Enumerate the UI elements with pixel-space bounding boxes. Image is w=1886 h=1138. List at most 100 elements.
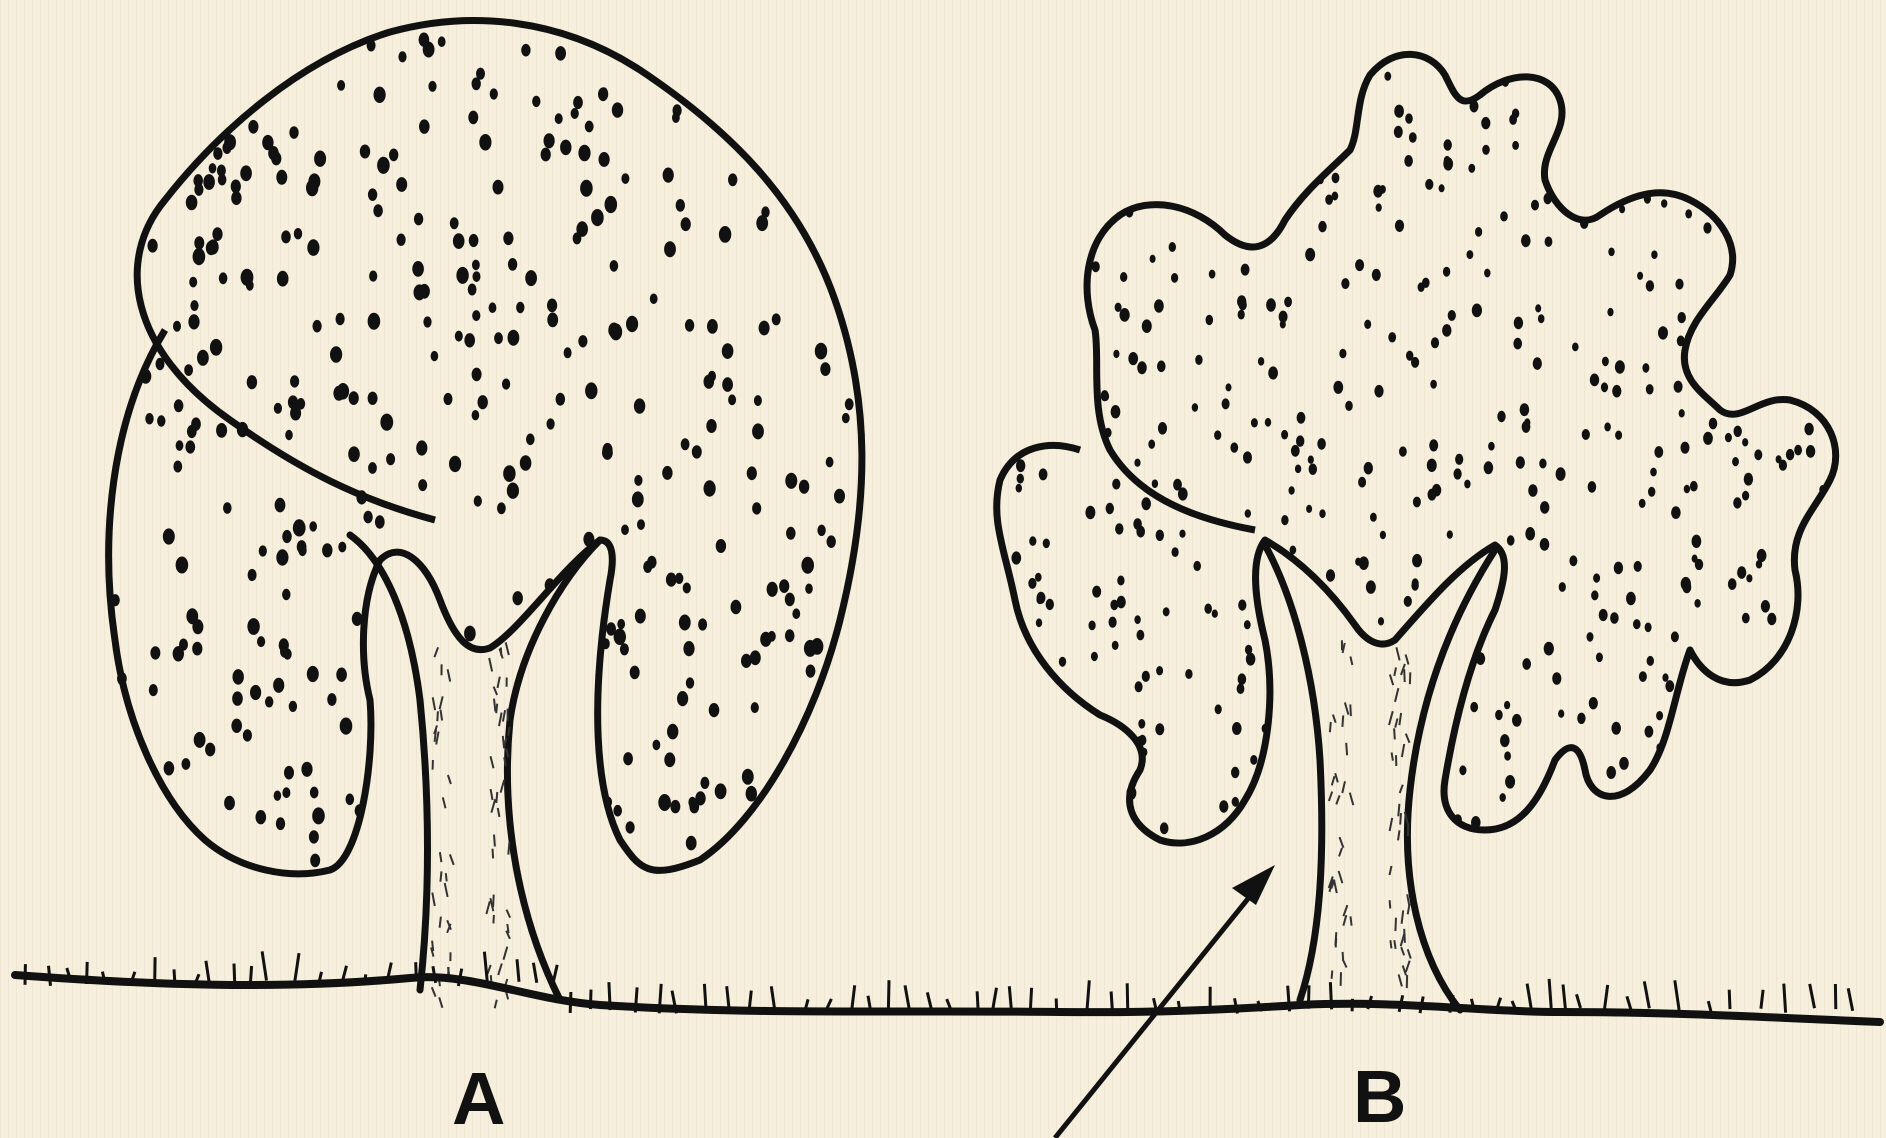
foliage-dot (1614, 562, 1623, 575)
foliage-dot (621, 525, 629, 536)
foliage-dot (1577, 713, 1585, 724)
foliage-dot (1152, 479, 1158, 488)
bark-hatch-stroke (503, 736, 504, 748)
foliage-dot (1430, 380, 1437, 389)
foliage-dot (1092, 586, 1101, 598)
foliage-dot (1085, 506, 1095, 520)
bark-hatch-stroke (1346, 743, 1347, 756)
grass-blade (250, 966, 251, 985)
foliage-dot (1728, 578, 1737, 590)
foliage-dot (1268, 366, 1278, 379)
foliage-dot (842, 413, 850, 423)
grass-blade (517, 959, 519, 982)
foliage-dot (632, 491, 644, 507)
foliage-dot (1388, 332, 1396, 342)
foliage-dot (386, 453, 395, 465)
foliage-dot (360, 145, 370, 159)
foliage-dot (1241, 264, 1250, 276)
foliage-dot (494, 332, 503, 344)
foliage-dot (1037, 592, 1046, 604)
foliage-dot (240, 165, 252, 181)
foliage-dot (453, 233, 465, 249)
foliage-dot (1439, 184, 1445, 192)
foliage-dot (1029, 536, 1036, 546)
bark-hatch-stroke (496, 792, 497, 803)
foliage-dot (1158, 422, 1167, 435)
foliage-dot (1476, 652, 1485, 665)
foliage-dot (1364, 320, 1371, 329)
foliage-dot (786, 527, 796, 540)
foliage-dot (1279, 311, 1288, 323)
foliage-dot (464, 626, 476, 642)
foliage-dot (606, 622, 616, 635)
foliage-dot (148, 239, 158, 253)
tree-b-label: B (1353, 1060, 1406, 1134)
grass-blade (635, 987, 637, 1012)
foliage-dot (193, 248, 206, 265)
foliage-dot (327, 693, 336, 706)
foliage-dot (1295, 465, 1301, 474)
foliage-dot (1742, 613, 1750, 624)
foliage-dot (1709, 418, 1718, 430)
foliage-dot (1250, 755, 1257, 765)
foliage-dot (1611, 722, 1621, 735)
foliage-dot (1682, 581, 1691, 593)
grass-blade (590, 990, 591, 1010)
foliage-dot (826, 457, 834, 468)
foliage-dot (630, 666, 640, 680)
foliage-dot (1192, 403, 1198, 412)
foliage-dot (1089, 621, 1096, 631)
foliage-dot (556, 393, 566, 406)
foliage-dot (373, 204, 383, 217)
foliage-dot (206, 241, 217, 255)
foliage-dot (1533, 357, 1542, 370)
foliage-dot (1157, 361, 1166, 373)
foliage-dot (248, 120, 258, 134)
foliage-dot (1404, 155, 1413, 167)
foliage-dot (1522, 658, 1531, 670)
foliage-dot (1120, 308, 1130, 322)
foliage-dot (1318, 176, 1324, 184)
foliage-dot (233, 669, 244, 685)
foliage-dot (706, 419, 716, 433)
foliage-dot (330, 346, 342, 363)
foliage-dot (1539, 459, 1546, 469)
foliage-dot (1500, 793, 1506, 802)
bark-hatch-stroke (1330, 722, 1331, 732)
foliage-dot (1148, 440, 1155, 449)
foliage-dot (479, 134, 491, 151)
foliage-dot (820, 362, 830, 376)
foliage-dot (1559, 582, 1566, 592)
foliage-dot (759, 321, 770, 336)
foliage-dot (1179, 530, 1185, 538)
bark-hatch-stroke (1335, 932, 1336, 945)
foliage-dot (203, 174, 215, 190)
foliage-dot (468, 284, 477, 296)
foliage-dot (1226, 383, 1232, 391)
foliage-dot (223, 502, 232, 514)
foliage-dot (1142, 671, 1150, 682)
foliage-dot (792, 608, 800, 619)
foliage-dot (1645, 623, 1652, 633)
foliage-dot (1138, 719, 1145, 729)
foliage-dot (806, 665, 816, 678)
foliage-dot (472, 368, 482, 382)
foliage-dot (1296, 435, 1304, 446)
foliage-dot (1290, 546, 1297, 555)
foliage-dot (274, 403, 282, 414)
foliage-dot (709, 703, 720, 717)
foliage-dot (1695, 559, 1703, 570)
foliage-dot (1112, 641, 1119, 650)
foliage-dot (216, 423, 227, 438)
foliage-dot (1137, 630, 1145, 641)
foliage-dot (1134, 615, 1140, 624)
bark-hatch-stroke (1394, 940, 1395, 949)
foliage-dot (1587, 632, 1594, 642)
foliage-dot (801, 557, 814, 574)
foliage-dot (1222, 398, 1230, 409)
foliage-dot (508, 330, 520, 346)
grass-blade (234, 964, 235, 986)
foliage-dot (298, 545, 306, 556)
foliage-dot (1481, 117, 1490, 129)
foliage-dot (1366, 580, 1376, 593)
